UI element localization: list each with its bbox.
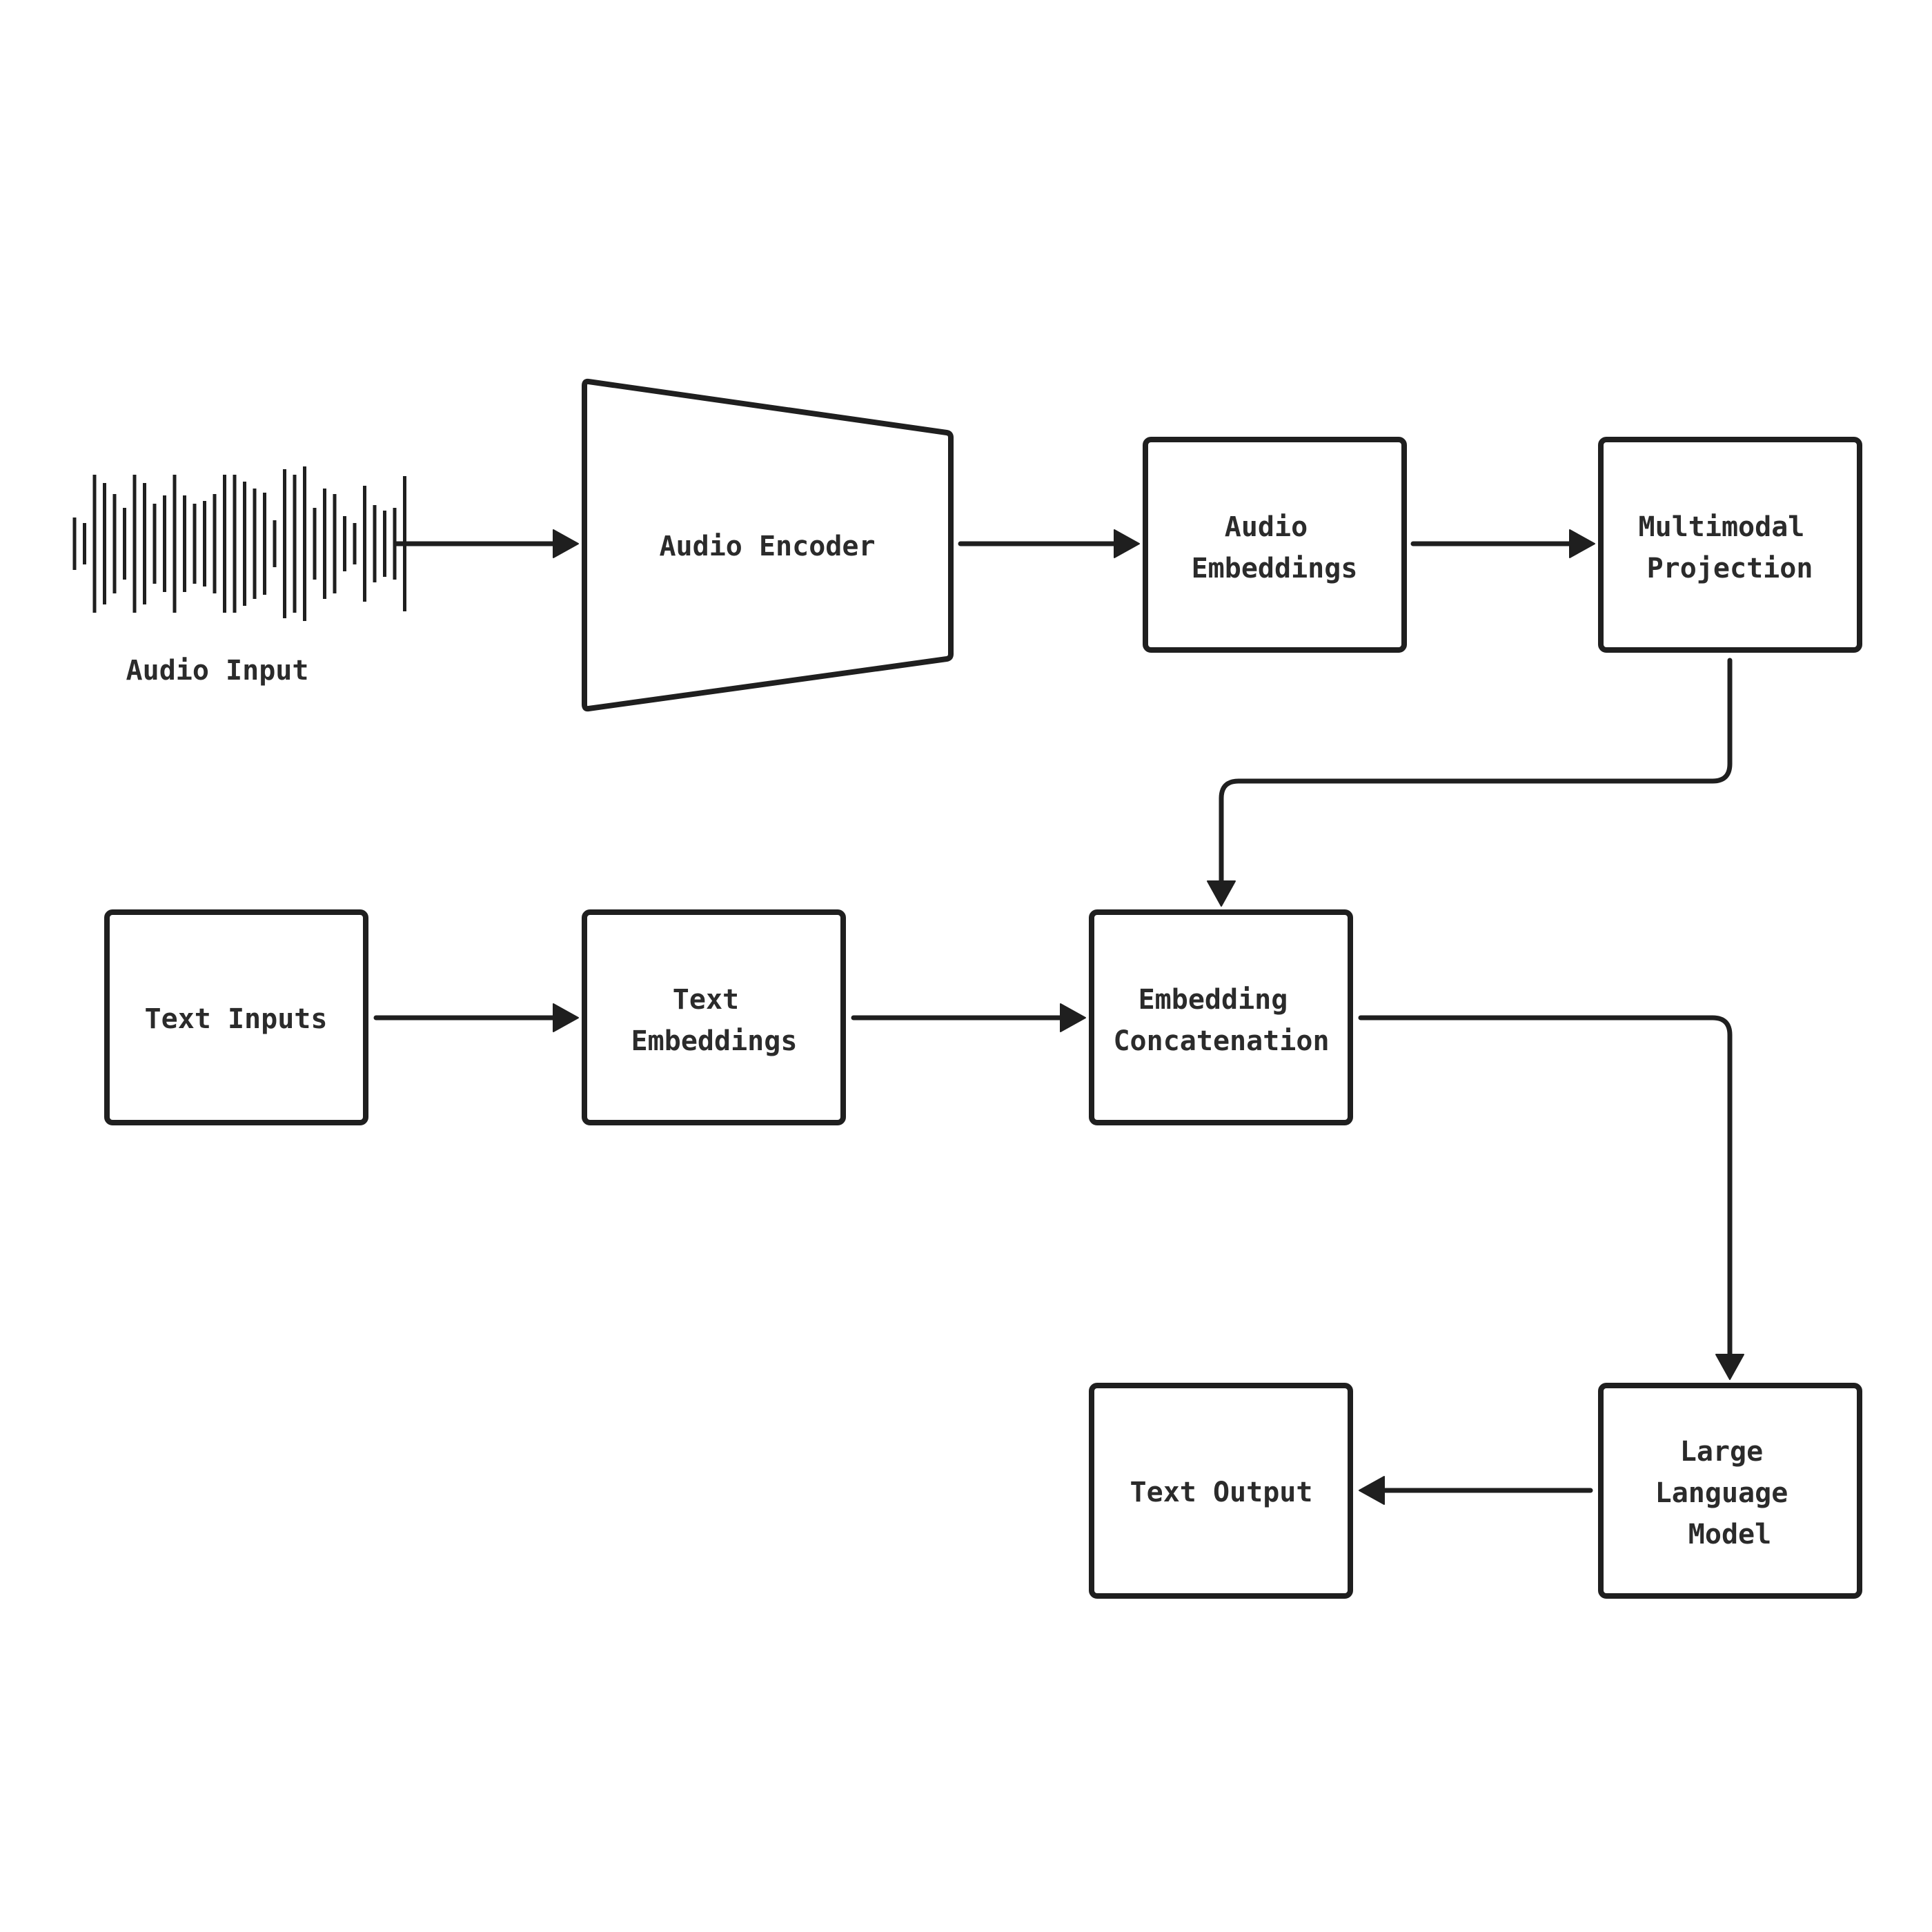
edge-audio-encoder-to-audio-embeddings [958, 529, 1140, 558]
text-embeddings-label-line-1: Text [673, 984, 739, 1016]
large-language-model-label-line-3: Model [1688, 1519, 1771, 1550]
edge-text-embeddings-to-embedding-concatenation [851, 1003, 1086, 1032]
audio-embeddings-label: Audio Embeddings [1192, 511, 1358, 584]
edge-multimodal-projection-to-embedding-concatenation [1207, 658, 1733, 907]
multimodal-projection-label: Multimodal Projection [1639, 511, 1822, 584]
multimodal-projection-label-line-1: Multimodal [1639, 511, 1805, 543]
large-language-model-node [1598, 1383, 1862, 1599]
embedding-concatenation-label: Embedding Concatenation [1113, 984, 1329, 1057]
embedding-concatenation-label-line-1: Embedding [1138, 984, 1288, 1016]
audio-embeddings-label-line-2: Embeddings [1192, 553, 1358, 584]
audio-encoder-label: Audio Encoder [659, 531, 875, 562]
large-language-model-label-line-1: Large [1680, 1436, 1763, 1468]
embedding-concatenation-label-line-2: Concatenation [1113, 1025, 1329, 1057]
edge-text-inputs-to-text-embeddings [373, 1003, 579, 1032]
text-output-label: Text Output [1130, 1477, 1313, 1508]
audio-input-label: Audio Input [126, 655, 309, 687]
text-inputs-label: Text Inputs [145, 1003, 328, 1035]
multimodal-projection-label-line-2: Projection [1647, 553, 1813, 584]
text-output-node [1089, 1383, 1353, 1599]
audio-encoder-node [582, 378, 954, 712]
edge-embedding-concatenation-to-large-language-model [1358, 1015, 1744, 1380]
edge-audio-embeddings-to-multimodal-projection [1410, 529, 1595, 558]
edge-large-language-model-to-text-output [1359, 1476, 1593, 1505]
text-embeddings-label-line-2: Embeddings [631, 1025, 798, 1057]
large-language-model-label-line-2: Language [1655, 1477, 1788, 1509]
text-embeddings-label: Text Embeddings [631, 984, 798, 1057]
audio-embeddings-node [1143, 437, 1407, 653]
text-inputs-node [104, 909, 368, 1125]
text-embeddings-node [582, 909, 846, 1125]
multimodal-projection-node [1598, 437, 1862, 653]
audio-waveform-icon [72, 466, 406, 621]
audio-embeddings-label-line-1: Audio [1225, 511, 1308, 543]
large-language-model-label: Large Language Model [1655, 1436, 1805, 1550]
edge-audio-input-to-audio-encoder [393, 529, 579, 558]
embedding-concatenation-node [1089, 909, 1353, 1125]
